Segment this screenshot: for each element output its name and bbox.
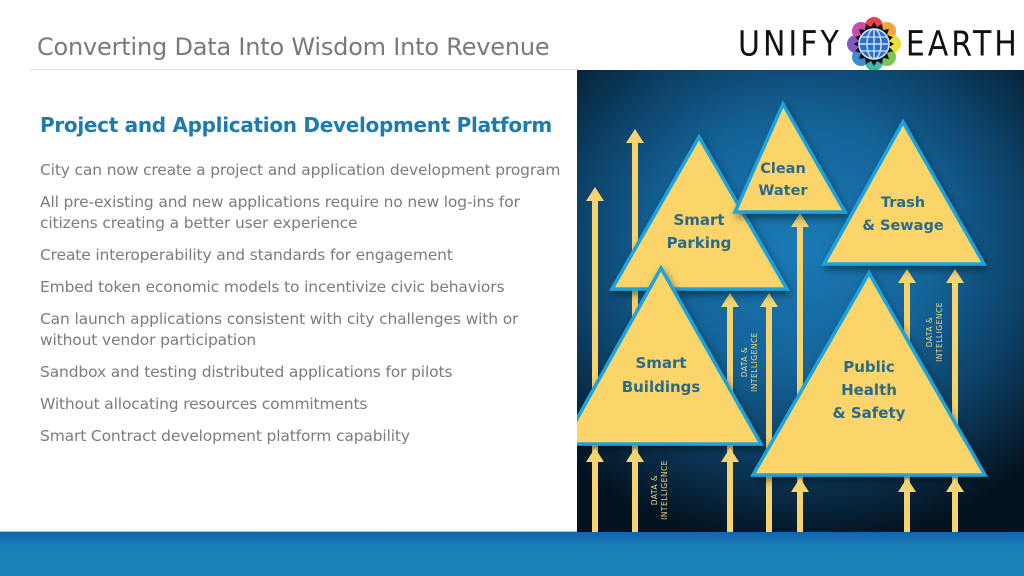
triangle-smart-buildings: Smart Buildings	[577, 264, 765, 446]
triangle-label: Smart	[635, 354, 686, 372]
triangle-label: & Safety	[833, 404, 906, 422]
smart-city-diagram: Smart Parking Clean Water Trash & Sewage…	[577, 70, 1024, 532]
triangle-label: Health	[841, 381, 897, 399]
arrow-label-line2: INTELLIGENCE	[750, 332, 759, 392]
list-item: City can now create a project and applic…	[40, 161, 561, 179]
triangle-label: Trash	[881, 195, 925, 211]
triangle-label: Buildings	[622, 378, 701, 396]
logo-word-left: UNIFY	[738, 23, 842, 65]
arrow-label-line1: DATA &	[650, 475, 659, 506]
arrow-label-line1: DATA &	[740, 347, 749, 378]
list-item: Create interoperability and standards fo…	[40, 246, 453, 264]
list-item: Without allocating resources commitments	[40, 395, 368, 413]
footer-bar	[0, 532, 1024, 576]
globe-icon	[846, 17, 901, 71]
triangle-label: Public	[843, 358, 895, 376]
arrow-label-right: DATA & INTELLIGENCE	[925, 302, 944, 362]
arrow-label-line2: INTELLIGENCE	[660, 460, 669, 520]
triangle-trash-sewage: Trash & Sewage	[821, 118, 988, 266]
logo-word-right: EARTH	[905, 23, 1020, 65]
list-item: Can launch applications consistent with …	[40, 310, 519, 349]
unify-earth-logo: UNIFY EARTH	[738, 14, 1020, 74]
arrow-label-bottom: DATA & INTELLIGENCE	[650, 460, 669, 520]
triangle-label: Parking	[667, 234, 732, 252]
triangle-label: Water	[758, 183, 808, 199]
triangle-clean-water: Clean Water	[732, 100, 849, 214]
list-item: Embed token economic models to incentivi…	[40, 278, 505, 296]
arrow-label-line1: DATA &	[925, 317, 934, 348]
list-item: All pre-existing and new applications re…	[40, 193, 520, 232]
triangle-public-health-safety: Public Health & Safety	[749, 269, 989, 477]
title-divider	[30, 69, 578, 70]
arrow-label-mid: DATA & INTELLIGENCE	[740, 332, 759, 392]
footer-divider	[0, 531, 577, 532]
triangle-label: & Sewage	[862, 218, 944, 234]
feature-list: City can now create a project and applic…	[40, 160, 570, 458]
triangle-smart-parking: Smart Parking	[608, 133, 791, 291]
diagram-canvas: Smart Parking Clean Water Trash & Sewage…	[577, 100, 989, 532]
section-heading: Project and Application Development Plat…	[40, 113, 552, 137]
list-item: Smart Contract development platform capa…	[40, 427, 410, 445]
arrow-label-line2: INTELLIGENCE	[935, 302, 944, 362]
triangle-label: Clean	[760, 161, 806, 177]
data-flow-arrows-bottom	[586, 448, 964, 532]
list-item: Sandbox and testing distributed applicat…	[40, 363, 453, 381]
slide-title: Converting Data Into Wisdom Into Revenue	[37, 33, 550, 61]
triangle-label: Smart	[673, 211, 724, 229]
